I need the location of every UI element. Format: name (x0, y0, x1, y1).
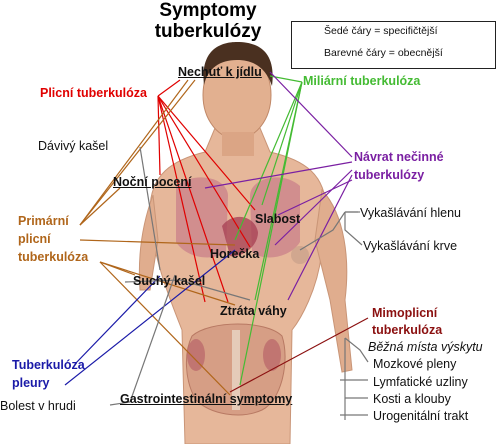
legend-color-label: Barevné čáry = obecnější (324, 47, 443, 59)
lung-right (250, 177, 300, 258)
legend-box: Šedé čáry = specifičtější Barevné čáry =… (291, 21, 496, 69)
group-pleury: Tuberkulóza pleury (12, 358, 85, 390)
symptom-ztrata: Ztráta váhy (220, 304, 287, 318)
symptom-hlen: Vykašlávání hlenu (360, 206, 461, 220)
hair (203, 42, 273, 86)
symptom-horecka: Horečka (210, 247, 260, 261)
group-mimoplicni: Mimoplicní tuberkulóza (372, 306, 443, 337)
group-primarni: Primární plicní tuberkulóza (18, 214, 89, 264)
lung-left (176, 177, 228, 258)
symptom-davivy: Dávivý kašel (38, 139, 109, 153)
symptom-bolest: Bolest v hrudi (0, 399, 76, 413)
lymph-node (291, 246, 309, 264)
kidney-right (263, 339, 281, 371)
right-arm (314, 188, 353, 373)
sites-heading: Běžná místa výskytu (368, 340, 483, 354)
spine (232, 330, 240, 410)
kidney-left (187, 339, 205, 371)
group-plicni: Plicní tuberkulóza (40, 86, 147, 100)
group-miliarni: Miliární tuberkulóza (303, 74, 421, 88)
neck (222, 132, 254, 156)
symptom-nocni: Noční pocení (113, 175, 192, 189)
site-item: Kosti a klouby (373, 392, 451, 406)
site-item: Lymfatické uzliny (373, 375, 468, 389)
group-navrat: Návrat nečinné tuberkulózy (354, 150, 444, 182)
symptom-nechut: Nechuť k jídlu (178, 65, 262, 79)
symptom-gastro: Gastrointestinální symptomy (120, 392, 293, 406)
site-item: Urogenitální trakt (373, 409, 469, 423)
symptom-krve: Vykašlávání krve (363, 239, 458, 253)
site-item: Mozkové pleny (373, 357, 457, 371)
legend-gray-label: Šedé čáry = specifičtější (324, 25, 438, 37)
connector-lines (64, 71, 369, 420)
symptom-suchy: Suchý kašel (133, 274, 206, 288)
symptom-slabost: Slabost (255, 212, 301, 226)
diagram-title: Symptomy tuberkulózy (154, 0, 262, 42)
